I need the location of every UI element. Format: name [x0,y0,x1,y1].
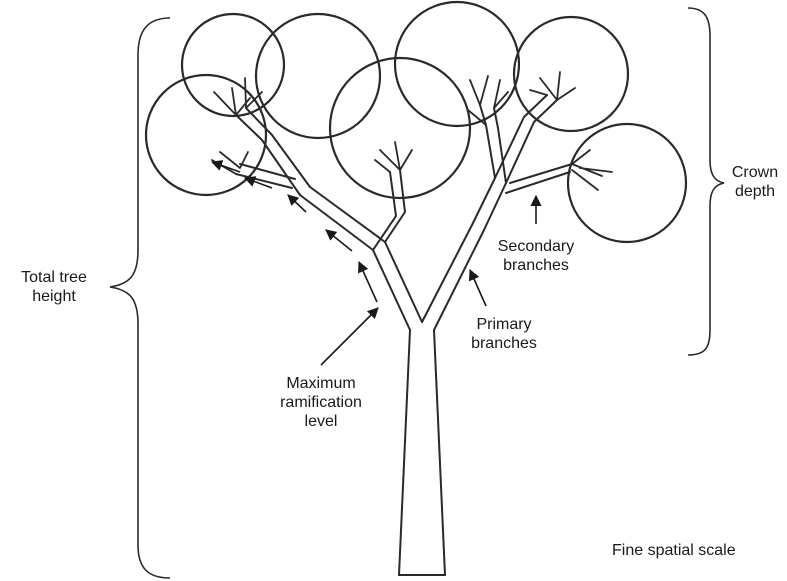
trunk-outline [399,330,445,575]
twig-cluster-5 [530,72,575,100]
secondary-branches-label: Secondary branches [486,237,586,275]
primary-line-2: branches [459,334,549,353]
trunk [399,330,445,575]
total-tree-height-label: Total tree height [4,268,104,306]
crown-circle-6 [514,17,628,131]
ram-arrow-2 [326,230,352,251]
crown-depth-label: Crown depth [726,163,784,201]
crown-depth-line-1: Crown [726,163,784,182]
branch-left-mid [373,170,405,250]
maximum-ramification-label: Maximum ramification level [261,374,381,431]
ramification-arrows [212,162,377,302]
branch-left-upper [236,108,310,195]
total-height-line-1: Total tree [4,268,104,287]
primary-line-1: Primary [459,315,549,334]
crown-circle-5 [395,2,519,126]
fine-spatial-scale-label: Fine spatial scale [612,541,772,560]
max-ram-line-3: level [261,412,381,431]
max-ram-line-1: Maximum [261,374,381,393]
twig-cluster-6 [572,150,612,190]
crown-circle-2 [256,14,380,138]
ram-arrow-1 [359,262,377,302]
branch-right-lower [506,164,572,193]
max-ramification-arrow [321,308,378,365]
twig-cluster-2 [212,152,248,174]
branch-left-lower [236,164,295,188]
primary-branches-arrow [470,270,486,306]
twig-cluster-3 [375,142,412,172]
max-ram-line-2: ramification [261,393,381,412]
crown-depth-brace [688,8,724,355]
crown-depth-line-2: depth [726,182,784,201]
total-height-line-2: height [4,287,104,306]
branch-right-upper [480,105,506,183]
primary-branches-label: Primary branches [459,315,549,353]
crown-circle-7 [568,124,686,242]
crown-circles [146,2,686,242]
total-height-brace [110,18,170,578]
secondary-line-1: Secondary [486,237,586,256]
secondary-branches [236,95,572,250]
secondary-line-2: branches [486,256,586,275]
